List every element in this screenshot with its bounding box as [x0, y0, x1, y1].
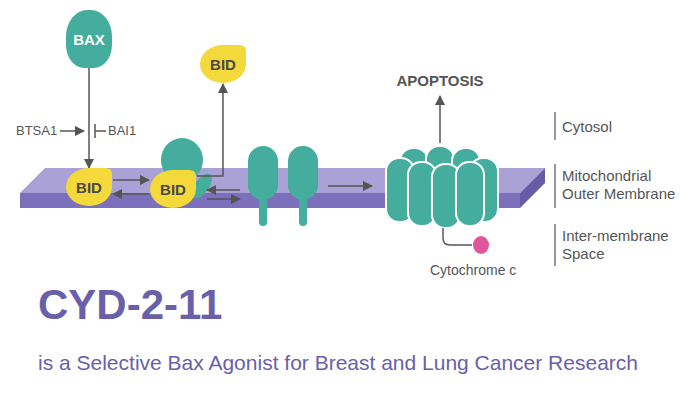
bax-pore [386, 146, 498, 228]
activation-arrow [60, 130, 84, 132]
title: CYD-2-11 [38, 282, 222, 328]
compound-label: BAI1 [108, 123, 136, 139]
cytochrome-dot [473, 236, 489, 254]
bid-protein: BID [150, 170, 196, 208]
release-line [443, 228, 472, 245]
region-bar [554, 112, 555, 140]
protein-name: BID [210, 56, 236, 73]
bax-monomer [248, 146, 278, 200]
pathway-arrow [88, 68, 90, 168]
inhibition-bar [94, 124, 96, 138]
protein-name: BID [160, 181, 186, 198]
molecule-label: Cytochrome c [430, 262, 540, 279]
bid-protein: BID [200, 45, 246, 83]
membrane-side [520, 168, 545, 208]
pathway-arrow [113, 193, 149, 195]
oligomer-arrow [328, 185, 372, 187]
protein-name: BID [76, 179, 102, 196]
bax-monomer [288, 146, 318, 200]
bax-protein: BAX [66, 10, 112, 68]
pathway-arrow [113, 179, 149, 181]
bid-protein: BID [66, 168, 112, 206]
region-bar [554, 224, 555, 266]
exchange-arrow [207, 189, 240, 191]
inhibition-line [95, 130, 106, 132]
region-label: Cytosol [562, 118, 692, 136]
region-bar [554, 164, 555, 208]
region-label: Mitochondrial Outer Membrane [562, 167, 692, 203]
caption: is a Selective Bax Agonist for Breast an… [38, 350, 693, 375]
compound-label: BTSA1 [16, 123, 57, 139]
exchange-arrow [207, 198, 240, 200]
apoptosis-arrow [439, 96, 441, 143]
protein-name: BAX [73, 31, 105, 48]
pathway-arrow [197, 84, 223, 176]
outcome-label: APOPTOSIS [392, 72, 488, 90]
region-label: Inter-membrane Space [562, 227, 692, 263]
